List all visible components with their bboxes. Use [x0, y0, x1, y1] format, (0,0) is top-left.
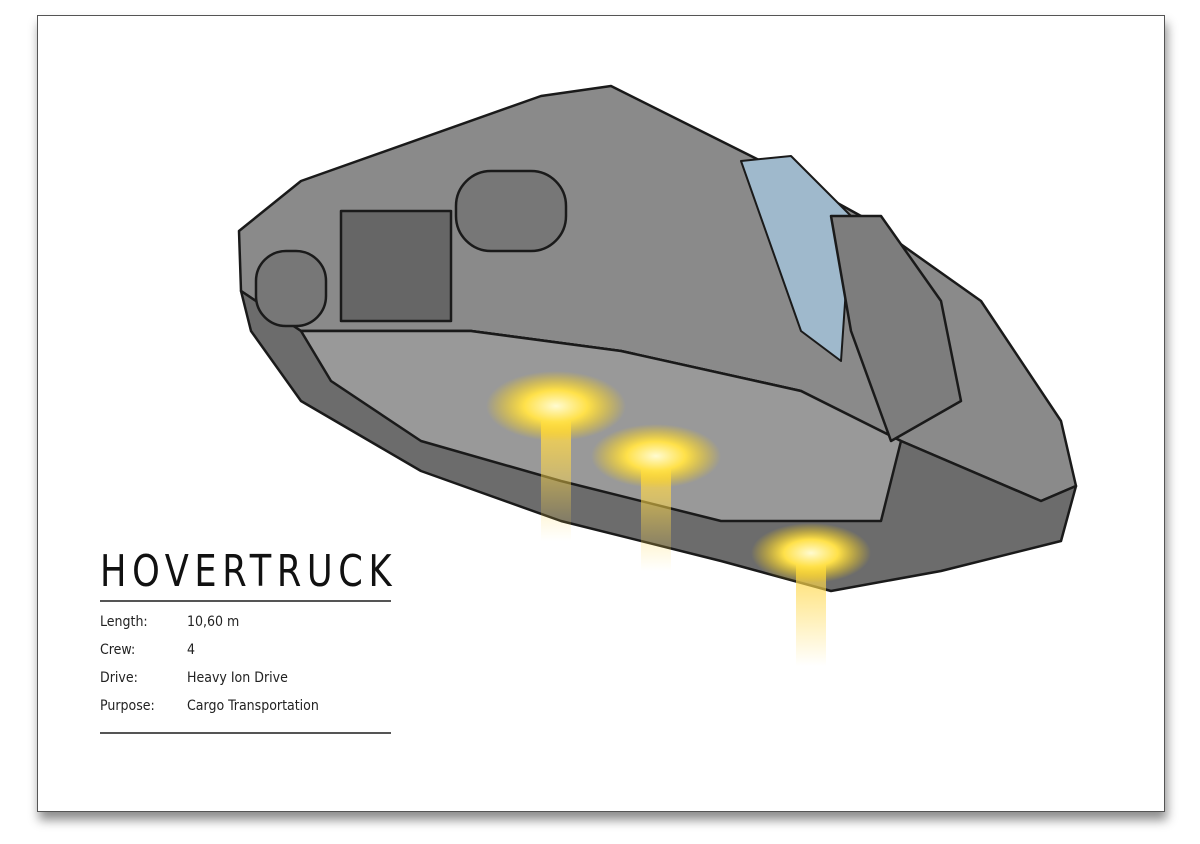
spec-label: Length:: [100, 614, 148, 630]
spec-value: Cargo Transportation: [187, 698, 319, 714]
vehicle-title: HOVERTRUCK: [100, 546, 398, 597]
title-divider: [100, 600, 391, 602]
hovertruck-illustration: [237, 84, 1078, 666]
spec-label: Crew:: [100, 642, 136, 658]
poster-card: HOVERTRUCK Length: 10,60 m Crew: 4 Drive: H…: [37, 15, 1165, 812]
spec-value: Heavy Ion Drive: [187, 670, 288, 686]
thruster-glows: [486, 371, 871, 666]
spec-label: Drive:: [100, 670, 138, 686]
spec-row-crew: Crew: 4: [100, 642, 319, 670]
spec-label: Purpose:: [100, 698, 155, 714]
specs-table: Length: 10,60 m Crew: 4 Drive: Heavy Ion Dr…: [100, 614, 319, 726]
spec-value: 4: [187, 642, 196, 658]
spec-row-purpose: Purpose: Cargo Transportation: [100, 698, 319, 726]
spec-row-drive: Drive: Heavy Ion Drive: [100, 670, 319, 698]
spec-value: 10,60 m: [187, 614, 240, 630]
bottom-divider: [100, 732, 391, 734]
spec-row-length: Length: 10,60 m: [100, 614, 319, 642]
